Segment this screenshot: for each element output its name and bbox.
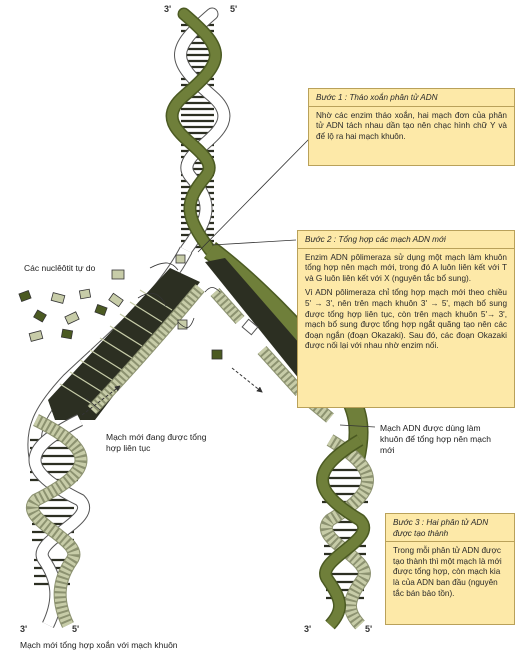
leading-direction-arrow (81, 385, 121, 416)
label-continuous-strand: Mạch mới đang được tổng hợp liên tục (106, 432, 207, 453)
lagging-direction-arrow (231, 367, 263, 393)
end-label-top-right: 5' (230, 4, 238, 14)
step1-title: Bước 1 : Tháo xoắn phân tử ADN (309, 93, 514, 107)
label-twisted-new-strand: Mạch mới tổng hợp xoắn với mạch khuôn (20, 640, 178, 650)
step2-paragraph-2: Vì ADN pôlimeraza chỉ tổng hợp mạch mới … (305, 288, 507, 351)
end-label-bottom-right-5: 5' (365, 624, 373, 634)
pointer-lines (85, 137, 376, 428)
end-label-top-left: 3' (164, 4, 172, 14)
end-label-bottom-right-3: 3' (304, 624, 312, 634)
left-daughter-helix (26, 414, 90, 628)
step2-box: Bước 2 : Tổng hợp các mạch ADN mới Enzim… (297, 230, 515, 408)
parent-helix (165, 7, 231, 257)
step3-title: Bước 3 : Hai phân tử ADN được tạo thành (386, 518, 514, 543)
step1-body: Nhờ các enzim tháo xoắn, hai mạch đơn củ… (316, 110, 507, 141)
label-template-strand: Mạch ADN được dùng làm khuôn để tổng hợp… (380, 423, 491, 455)
step3-box: Bước 3 : Hai phân tử ADN được tạo thành … (385, 513, 515, 625)
step2-title: Bước 2 : Tổng hợp các mạch ADN mới (298, 235, 514, 249)
left-arm (27, 246, 205, 462)
right-daughter-helix (316, 434, 374, 630)
end-label-bottom-left-5: 5' (72, 624, 80, 634)
step2-paragraph-1: Enzim ADN pôlimeraza sử dụng một mạch là… (305, 252, 507, 283)
label-free-nucleotides: Các nuclêôtit tự do (24, 263, 96, 273)
end-label-bottom-left-3: 3' (20, 624, 28, 634)
free-nucleotides (18, 254, 223, 360)
step1-box: Bước 1 : Tháo xoắn phân tử ADN Nhờ các e… (308, 88, 515, 166)
step3-body: Trong mỗi phân tử ADN được tạo thành thì… (393, 546, 502, 598)
